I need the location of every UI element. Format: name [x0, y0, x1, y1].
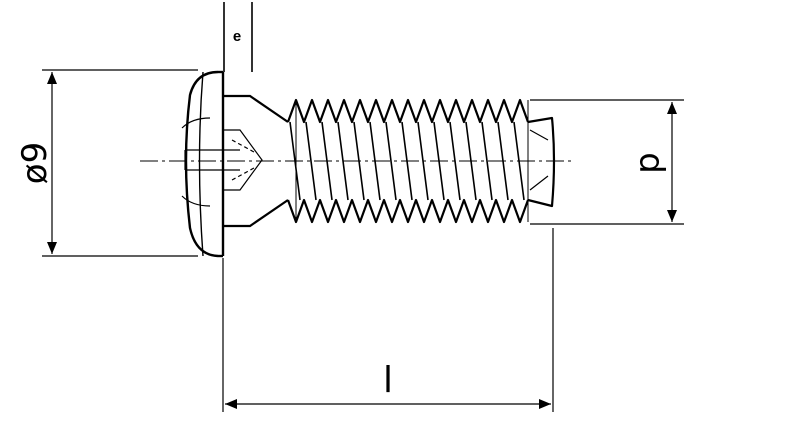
screw-head — [181, 70, 225, 258]
dim-head-diameter — [42, 69, 198, 257]
dim-e — [223, 2, 253, 72]
dim-thread-diameter-label: d — [631, 152, 671, 174]
recess — [184, 129, 263, 191]
dim-e-label: e — [232, 28, 242, 45]
dim-length — [222, 228, 554, 412]
dim-length-label: l — [383, 360, 393, 401]
neck — [223, 94, 289, 228]
dim-thread-diameter — [530, 99, 684, 225]
dim-head-diameter-label: ø9 — [15, 142, 55, 184]
dim-e-box: e — [222, 2, 252, 70]
